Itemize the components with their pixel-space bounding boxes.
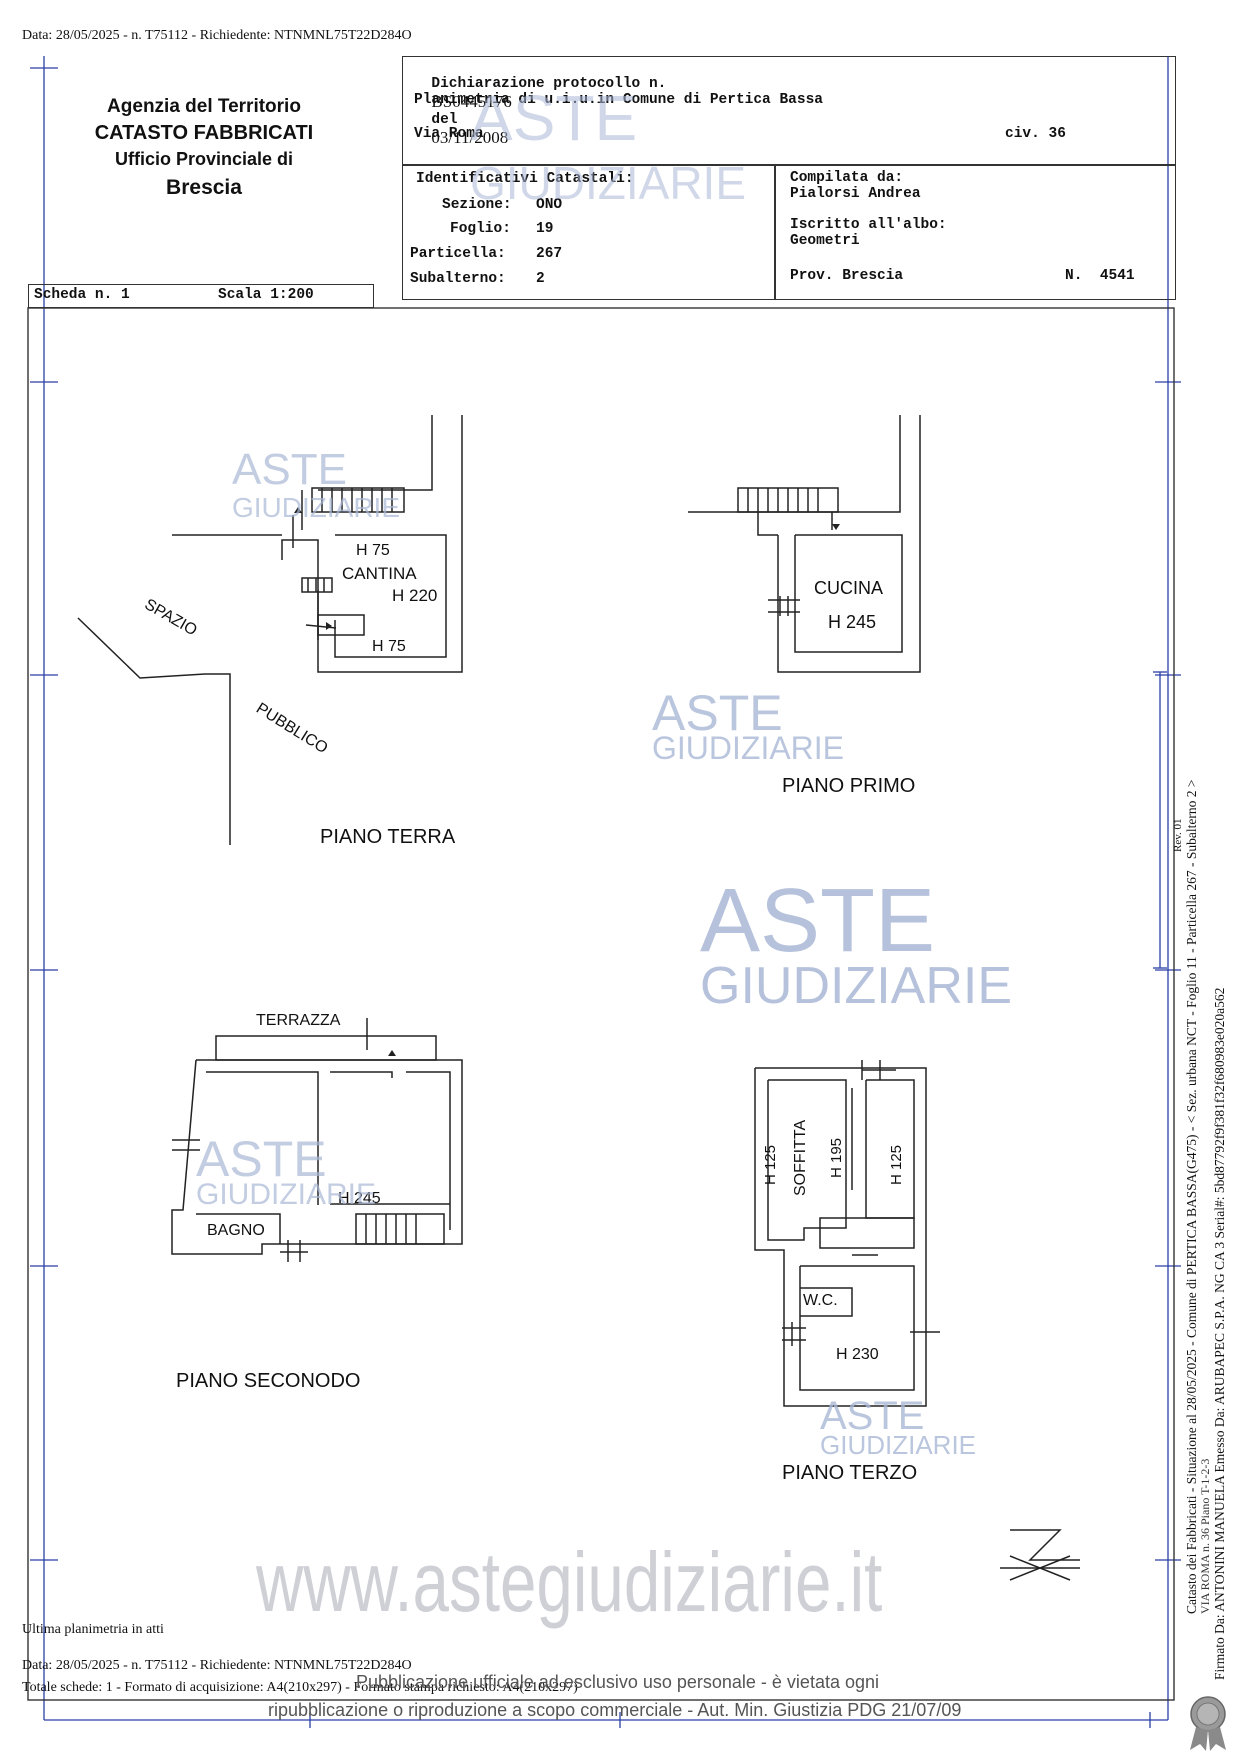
- piano-terzo-title: PIANO TERZO: [782, 1462, 918, 1484]
- protocol-label: Dichiarazione protocollo n.: [431, 76, 667, 92]
- compiler-box: [774, 164, 1176, 300]
- office-city: Brescia: [166, 176, 242, 199]
- sezione-value: ONO: [536, 197, 563, 213]
- watermark-aste-terzo: ASTE: [820, 1394, 925, 1438]
- province: Prov. Brescia: [790, 268, 904, 284]
- watermark-aste-secondo: ASTE: [196, 1131, 327, 1187]
- watermark-aste-header: ASTE: [470, 82, 638, 154]
- terra-h75-bottom: H 75: [372, 638, 406, 655]
- terzo-soffitta: SOFFITTA: [792, 1119, 809, 1196]
- watermark-giudiziarie-header: GIUDIZIARIE: [470, 157, 747, 209]
- protocol-box: [402, 56, 1176, 166]
- compilata-label: Compilata da:: [790, 170, 904, 186]
- protocol-del: del: [431, 112, 458, 128]
- watermark-giudiziarie-secondo: GIUDIZIARIE: [196, 1178, 377, 1211]
- terzo-h195: H 195: [828, 1137, 845, 1178]
- watermark-aste-terra: ASTE: [232, 445, 347, 494]
- footer-publication-notice-2: ripubblicazione o riproduzione a scopo c…: [268, 1700, 962, 1720]
- secondo-terrazza: TERRAZZA: [256, 1012, 341, 1029]
- particella-label: Particella:: [410, 246, 506, 262]
- scale: Scala 1:200: [218, 287, 314, 303]
- terra-cantina: CANTINA: [342, 564, 417, 583]
- scheda-box: [28, 284, 374, 308]
- footer-totale-schede: Totale schede: 1 - Formato di acquisizio…: [22, 1680, 578, 1695]
- terzo-h230: H 230: [836, 1346, 879, 1363]
- watermark-giudiziarie-primo: GIUDIZIARIE: [652, 730, 845, 766]
- particella-value: 267: [536, 246, 563, 262]
- terra-h220: H 220: [392, 586, 438, 605]
- civic-number: civ. 36: [1005, 126, 1066, 142]
- watermark-url: www.astegiudiziarie.it: [256, 1535, 883, 1629]
- secondo-h245: H 245: [338, 1190, 381, 1207]
- compilata-value: Pialorsi Andrea: [790, 186, 921, 202]
- side-text-signature: Firmato Da: ANTONINI MANUELA Emesso Da: …: [1212, 987, 1227, 1680]
- footer-publication-notice-1: Pubblicazione ufficiale ad esclusivo uso…: [356, 1672, 879, 1692]
- scheda-number: Scheda n. 1: [34, 287, 130, 303]
- foglio-label: Foglio:: [450, 221, 511, 237]
- watermark-giudiziarie-center: GIUDIZIARIE: [700, 957, 1013, 1015]
- foglio-value: 19: [536, 221, 554, 237]
- top-info-line: Data: 28/05/2025 - n. T75112 - Richieden…: [22, 28, 412, 43]
- agency-header: Agenzia del Territorio CATASTO FABBRICAT…: [36, 82, 372, 272]
- terra-h75-top: H 75: [356, 542, 390, 559]
- primo-cucina: CUCINA: [814, 578, 884, 598]
- terzo-wc: W.C.: [803, 1292, 838, 1309]
- side-revision-mark: Rev. 01: [1172, 818, 1184, 852]
- primo-h245: H 245: [828, 612, 877, 632]
- side-text-address: VIA ROMA n. 36 Piano T-1-2-3: [1198, 1458, 1212, 1614]
- identifiers-box: [402, 164, 776, 300]
- piano-secondo-title: PIANO SECONODO: [176, 1370, 361, 1392]
- subalterno-label: Subalterno:: [410, 271, 506, 287]
- iscritto-value: Geometri: [790, 233, 860, 249]
- footer-data-line: Data: 28/05/2025 - n. T75112 - Richieden…: [22, 1658, 412, 1673]
- catasto-title: CATASTO FABBRICATI: [94, 122, 314, 144]
- protocol-number: BS0445176: [431, 92, 512, 111]
- watermark-aste-center: ASTE: [700, 871, 936, 971]
- register-number: N. 4541: [1065, 268, 1135, 284]
- identifiers-title: Identificativi Catastali:: [416, 171, 634, 187]
- piano-terra-title: PIANO TERRA: [320, 826, 456, 848]
- terzo-h125-right: H 125: [888, 1144, 905, 1185]
- secondo-bagno: BAGNO: [207, 1222, 265, 1239]
- sezione-label: Sezione:: [442, 197, 512, 213]
- planimetria-line: Planimetria di u.i.u.in Comune di Pertic…: [414, 92, 823, 108]
- watermark-giudiziarie-terra: GIUDIZIARIE: [232, 492, 401, 523]
- piano-primo-title: PIANO PRIMO: [782, 775, 916, 797]
- iscritto-label: Iscritto all'albo:: [790, 217, 947, 233]
- subalterno-value: 2: [536, 271, 545, 287]
- seal-ribbon-icon: [1190, 1696, 1226, 1751]
- footer-ultima-planimetria: Ultima planimetria in atti: [22, 1622, 164, 1637]
- watermark-aste-primo: ASTE: [652, 685, 783, 741]
- street: Via Roma: [414, 126, 484, 142]
- office-name: Ufficio Provinciale di: [114, 149, 294, 169]
- protocol-line: Dichiarazione protocollo n. BS0445176 de…: [414, 60, 666, 148]
- terzo-h125-left: H 125: [762, 1144, 779, 1185]
- agency-name: Agenzia del Territorio: [107, 96, 301, 117]
- protocol-date: 03/11/2008: [431, 128, 509, 147]
- watermark-giudiziarie-terzo: GIUDIZIARIE: [820, 1430, 977, 1460]
